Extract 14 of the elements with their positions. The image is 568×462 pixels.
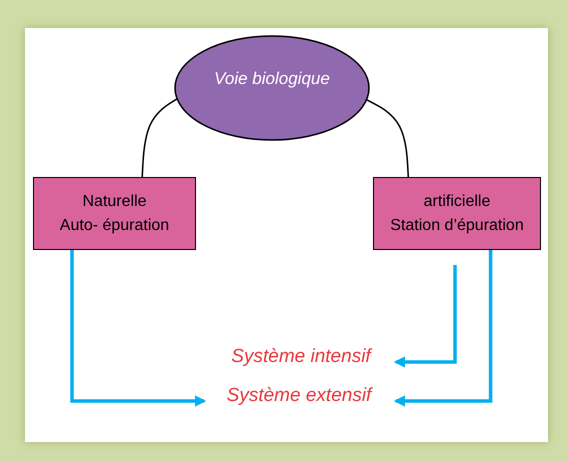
- arrow: [394, 265, 457, 368]
- system-label: Système extensif: [226, 385, 372, 407]
- box-text: Auto- épuration: [60, 216, 170, 236]
- box-text: artificielle: [424, 192, 490, 212]
- box-text: Station d’épuration: [390, 216, 524, 236]
- process-box: [373, 177, 541, 250]
- arrow: [394, 250, 492, 407]
- connector-line: [366, 99, 410, 178]
- connector-line: [141, 98, 178, 178]
- process-box: [33, 177, 196, 250]
- arrow: [70, 250, 206, 407]
- system-label: Système intensif: [231, 346, 371, 368]
- node-title: Voie biologique: [214, 69, 330, 89]
- box-text: Naturelle: [82, 192, 147, 212]
